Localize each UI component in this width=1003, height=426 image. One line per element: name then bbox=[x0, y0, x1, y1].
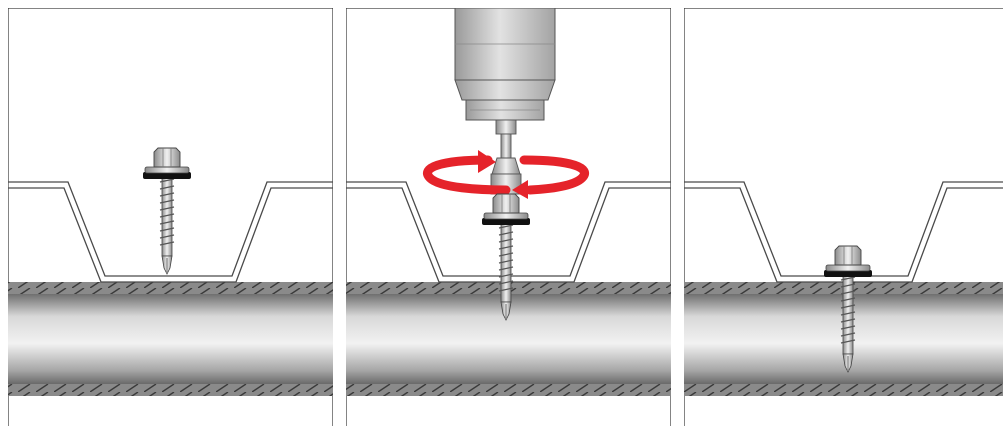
panel-2 bbox=[346, 8, 671, 426]
panel-1-roof-sheet bbox=[8, 181, 333, 283]
panel-2-pipe bbox=[346, 282, 671, 396]
panel-3 bbox=[684, 8, 1003, 426]
drill-icon bbox=[454, 8, 556, 195]
panel-1-pipe bbox=[8, 282, 333, 396]
panel-3-roof-sheet bbox=[684, 181, 1003, 283]
panel-2-roof-sheet bbox=[346, 181, 671, 283]
panel-1 bbox=[8, 8, 333, 426]
rotation-arrow-icon bbox=[423, 150, 589, 199]
